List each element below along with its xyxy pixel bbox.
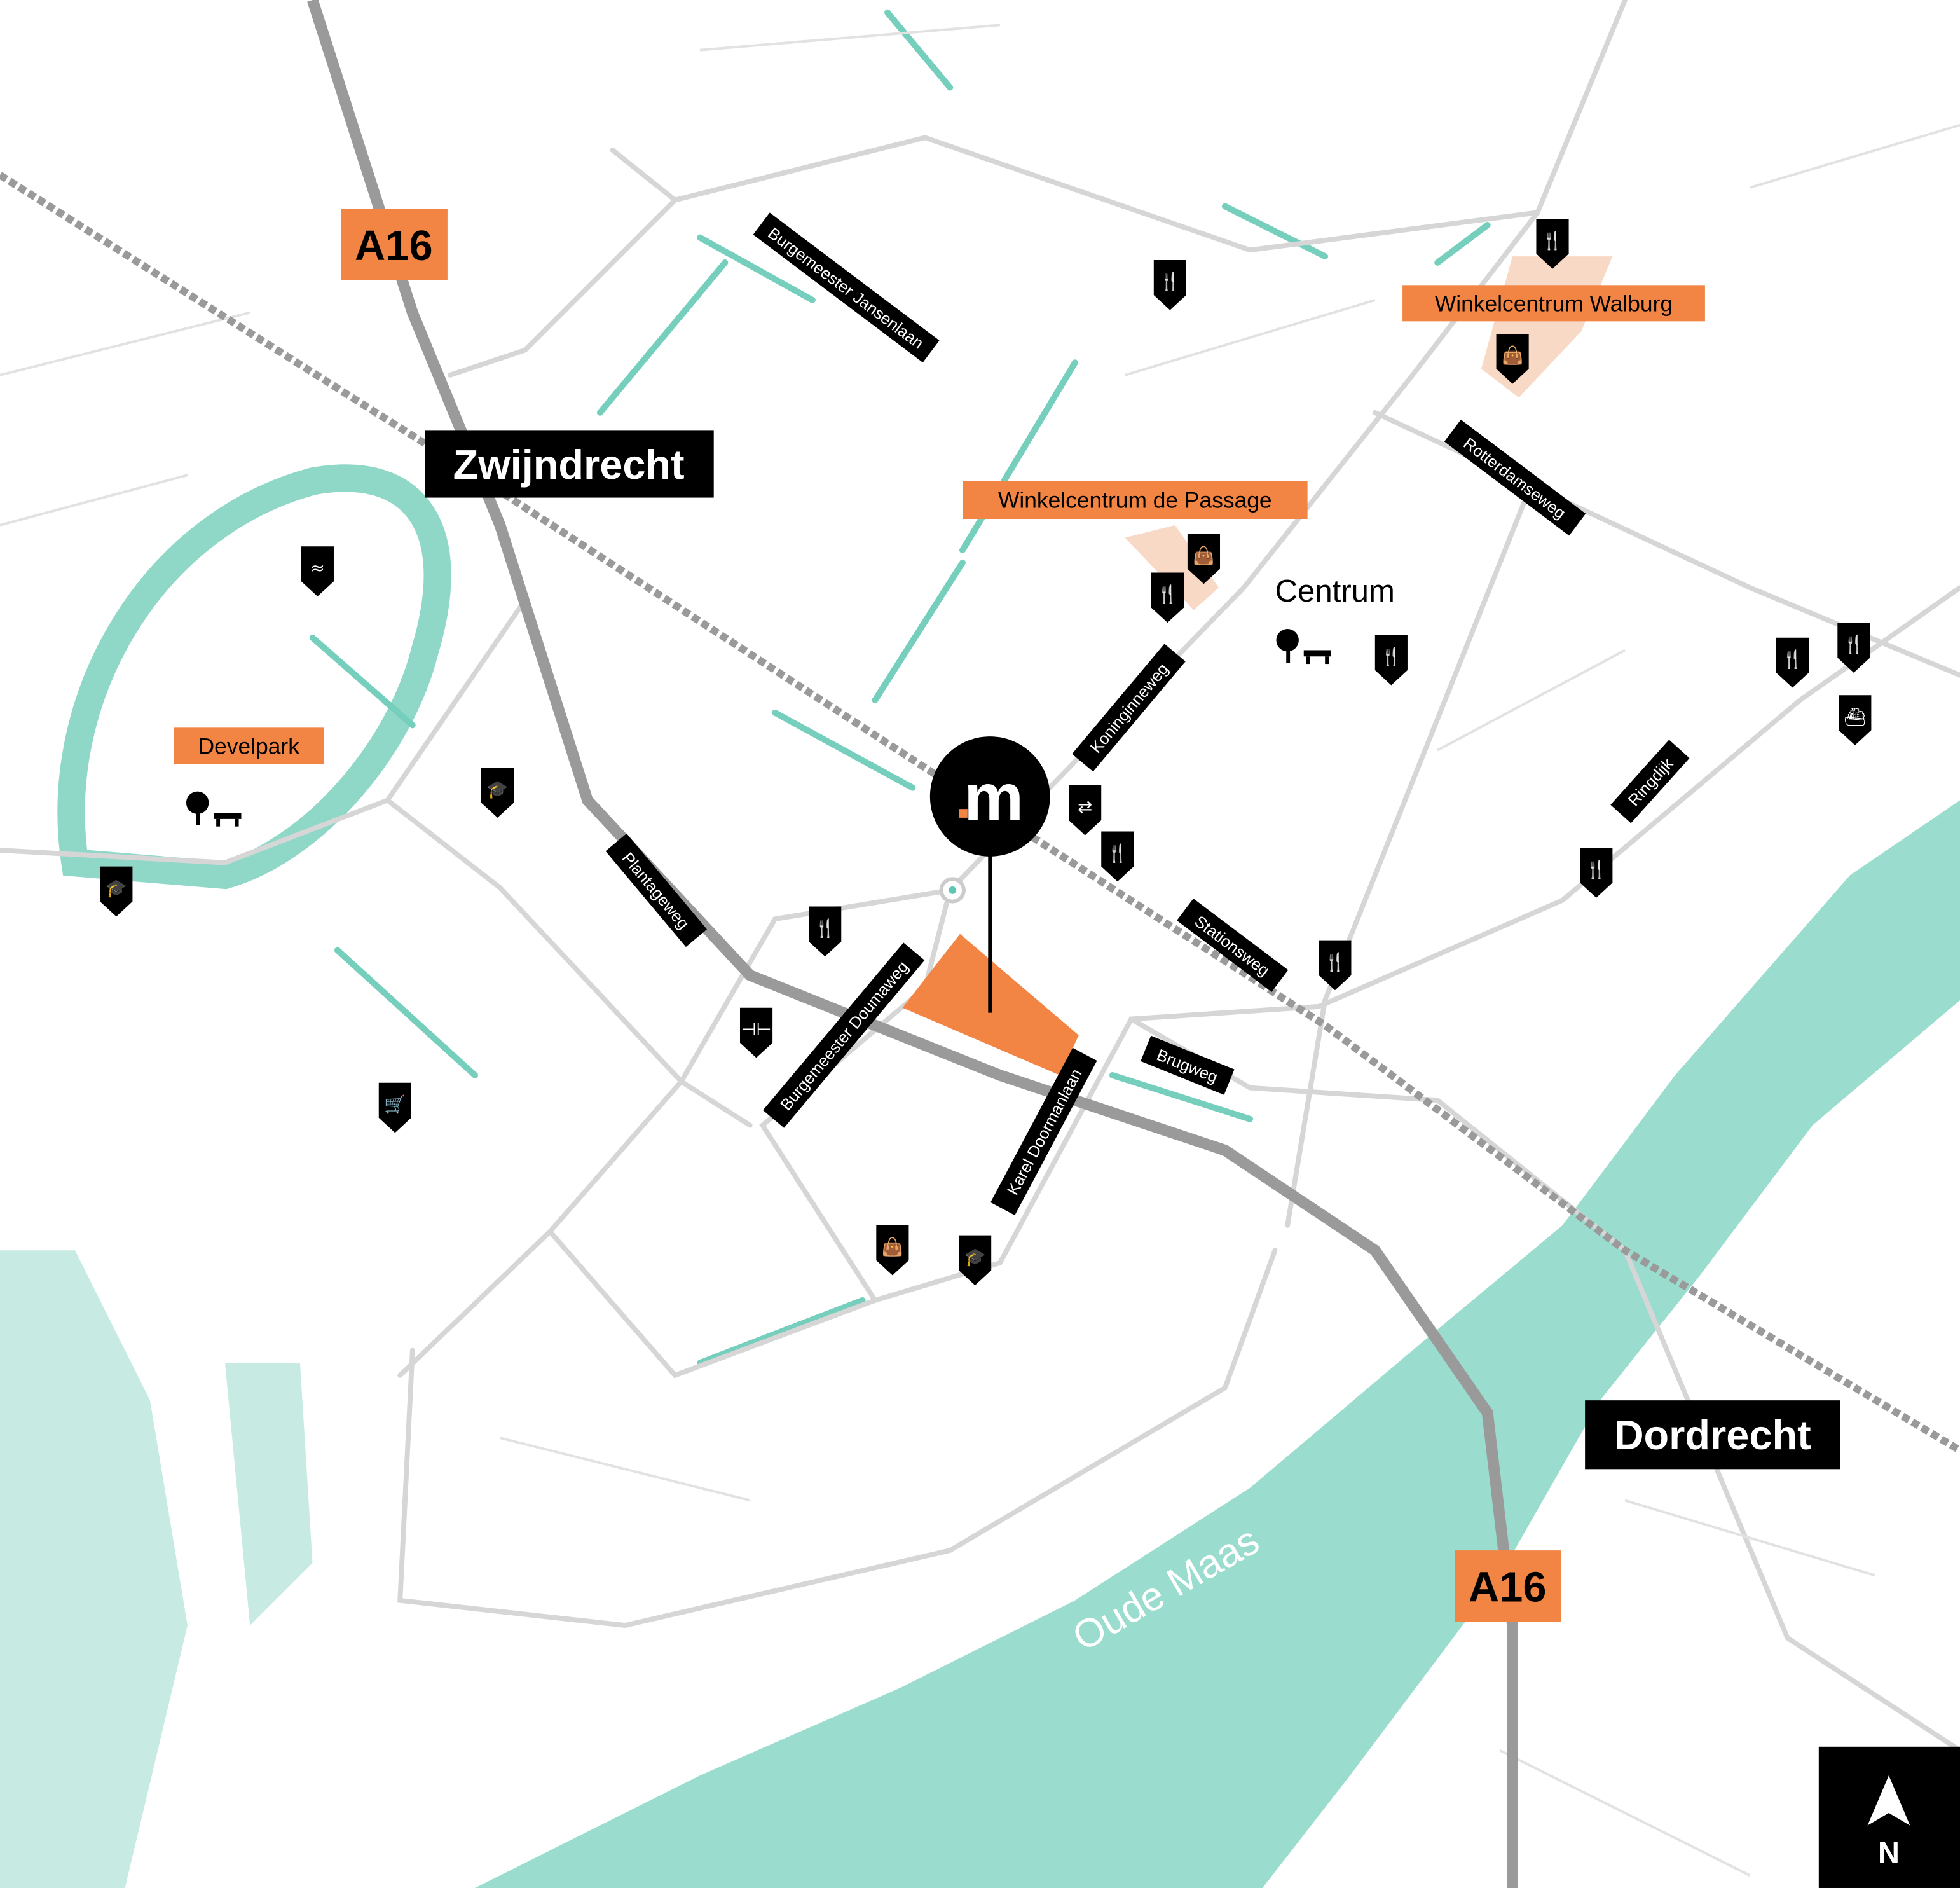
svg-text:🍴: 🍴 — [1843, 634, 1865, 654]
svg-text:N: N — [1878, 1836, 1900, 1870]
svg-text:🍴: 🍴 — [1107, 843, 1128, 864]
railway — [0, 172, 1960, 1454]
restaurant-icon[interactable]: 🍴 — [1319, 940, 1352, 991]
svg-text:🍴: 🍴 — [1380, 647, 1402, 667]
park-bench-icon — [1276, 629, 1332, 665]
svg-text:🍴: 🍴 — [1542, 230, 1563, 251]
shopping-bag-icon[interactable]: 👜 — [1496, 333, 1529, 384]
park-bench-icon — [186, 791, 242, 827]
highway-shield-a16-south: A16 — [1455, 1550, 1561, 1622]
svg-text:🎓: 🎓 — [964, 1247, 986, 1267]
highlight-label-walburg[interactable]: Winkelcentrum Walburg — [1402, 285, 1705, 322]
shopping-cart-icon[interactable]: 🛒 — [378, 1082, 411, 1133]
svg-text:A16: A16 — [355, 222, 433, 270]
svg-text:👜: 👜 — [1193, 546, 1214, 566]
svg-text:Winkelcentrum de Passage: Winkelcentrum de Passage — [998, 488, 1272, 513]
svg-text:A16: A16 — [1469, 1564, 1547, 1611]
svg-text:⊣⊢: ⊣⊢ — [741, 1019, 772, 1040]
restaurant-icon[interactable]: 🍴 — [1153, 259, 1186, 310]
gym-icon[interactable]: ⊣⊢ — [739, 1007, 773, 1058]
svg-text:🍴: 🍴 — [1156, 584, 1178, 605]
svg-text:🍴: 🍴 — [1781, 649, 1803, 670]
restaurant-icon[interactable]: 🍴 — [1151, 572, 1184, 623]
svg-text:👜: 👜 — [882, 1237, 903, 1257]
ferry-icon[interactable]: ⛴ — [1839, 695, 1872, 745]
north-arrow-icon — [1867, 1775, 1910, 1826]
svg-text:Dordrecht: Dordrecht — [1614, 1412, 1811, 1458]
svg-text:≈: ≈ — [310, 558, 325, 579]
highway-shield-a16-north: A16 — [341, 209, 448, 280]
highlight-label-develpark[interactable]: Develpark — [174, 727, 324, 764]
svg-text:🍴: 🍴 — [1324, 952, 1346, 972]
poi-markers: 🍴 🍴 🍴 🍴 🍴 🍴 🍴 🍴 🍴 🍴 👜 👜 👜 ≈ 🎓 🎓 🎓 ⊣⊢ 🛒 ⇄ ⛴ — [100, 219, 1872, 1286]
restaurant-icon[interactable]: 🍴 — [1536, 219, 1569, 269]
shopping-bag-icon[interactable]: 👜 — [876, 1225, 909, 1276]
place-label-centrum: Centrum — [1275, 574, 1395, 609]
restaurant-icon[interactable]: 🍴 — [1101, 831, 1134, 882]
train-station-icon[interactable]: ⇄ — [1069, 785, 1102, 836]
restaurant-icon[interactable]: 🍴 — [1374, 635, 1408, 686]
svg-text:⛴: ⛴ — [1844, 706, 1866, 727]
highlight-label-passage[interactable]: Winkelcentrum de Passage — [962, 481, 1308, 519]
place-label-dordrecht: Dordrecht — [1585, 1400, 1840, 1470]
roundabout-marker — [939, 877, 966, 904]
restaurant-icon[interactable]: 🍴 — [1580, 848, 1613, 898]
school-icon[interactable]: 🎓 — [481, 768, 514, 818]
water-bodies — [0, 9, 1960, 1888]
school-icon[interactable]: 🎓 — [959, 1235, 992, 1286]
school-icon[interactable]: 🎓 — [100, 866, 133, 917]
north-arrow: N — [1818, 1746, 1960, 1888]
svg-text:Winkelcentrum Walburg: Winkelcentrum Walburg — [1435, 292, 1673, 317]
svg-text:🛒: 🛒 — [384, 1094, 406, 1115]
project-location-marker[interactable]: m — [929, 736, 1050, 1013]
restaurant-icon[interactable]: 🍴 — [1776, 637, 1809, 688]
svg-text:🍴: 🍴 — [1159, 272, 1181, 292]
svg-text:🎓: 🎓 — [106, 878, 127, 899]
svg-text:Zwijndrecht: Zwijndrecht — [453, 441, 685, 488]
passage-area — [1125, 525, 1219, 610]
svg-text:🍴: 🍴 — [814, 918, 836, 939]
svg-text:🎓: 🎓 — [486, 780, 508, 800]
svg-text:Develpark: Develpark — [198, 734, 300, 759]
svg-text:👜: 👜 — [1502, 345, 1523, 366]
restaurant-icon[interactable]: 🍴 — [1837, 623, 1870, 673]
logo-letter: m — [964, 760, 1024, 835]
restaurant-icon[interactable]: 🍴 — [809, 906, 842, 957]
svg-text:🍴: 🍴 — [1586, 859, 1607, 879]
shopping-bag-icon[interactable]: 👜 — [1187, 534, 1221, 584]
svg-text:⇄: ⇄ — [1078, 797, 1092, 817]
place-label-zwijndrecht: Zwijndrecht — [425, 430, 714, 498]
swimming-icon[interactable]: ≈ — [301, 546, 334, 596]
